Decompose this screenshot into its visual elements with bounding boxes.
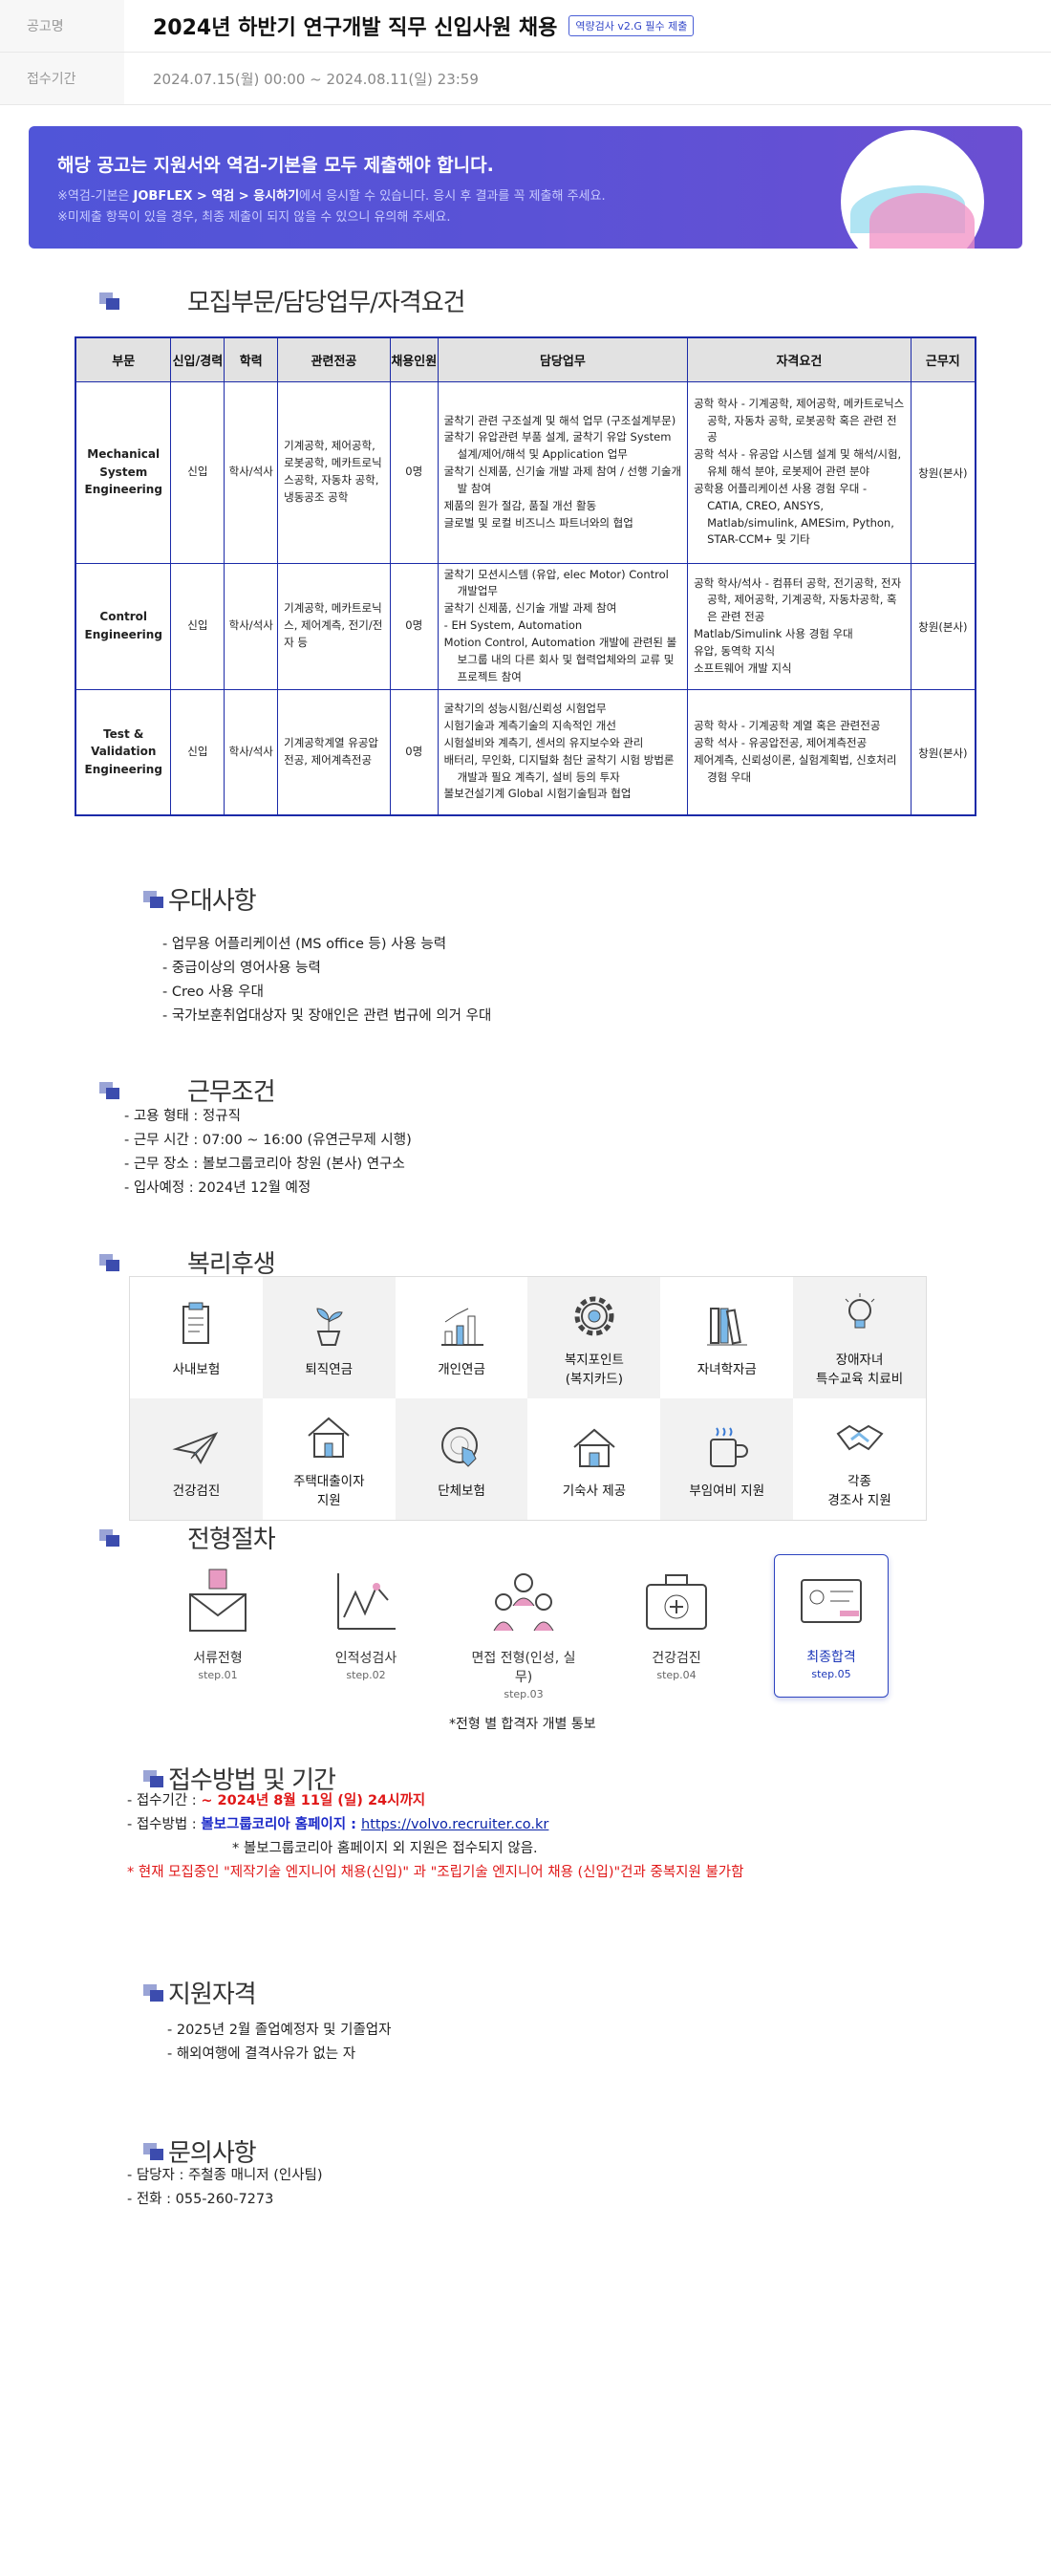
section-welfare-heading: 복리후생	[99, 1245, 276, 1280]
preferences-list: - 업무용 어플리케이션 (MS office 등) 사용 능력 - 중급이상의…	[162, 933, 491, 1028]
lightbulb-icon	[845, 1292, 874, 1328]
welfare-item: 퇴직연금	[262, 1277, 396, 1398]
title-label: 공고명	[0, 0, 124, 52]
section-marker-icon	[99, 1253, 120, 1271]
table-header-row: 부문 신입/경력 학력 관련전공 채용인원 담당업무 자격요건 근무지	[75, 336, 976, 382]
col-header: 근무지	[910, 336, 976, 382]
job-title: 2024년 하반기 연구개발 직무 신입사원 채용	[153, 16, 558, 40]
table-row: Control Engineering 신입 학사/석사 기계공학, 메카트로닉…	[75, 562, 976, 690]
section-marker-icon	[143, 2142, 164, 2160]
list-item: - 고용 형태 : 정규직	[124, 1109, 241, 1124]
section-marker-icon	[143, 1983, 164, 2002]
contact-list: - 담당자 : 주철종 매니저 (인사팀) - 전화 : 055-260-727…	[127, 2164, 323, 2212]
welfare-grid: 사내보험 퇴직연금 개인연금 복지포인트 (복지카드) 자녀학자금 장애자녀 특…	[129, 1276, 927, 1521]
section-recruit-heading: 모집부문/담당업무/자격요건	[99, 283, 466, 318]
process-note: *전형 별 합격자 개별 통보	[449, 1717, 596, 1732]
welfare-item: 자녀학자금	[660, 1277, 793, 1398]
conditions-list: - 고용 형태 : 정규직 - 근무 시간 : 07:00 ~ 16:00 (유…	[124, 1105, 412, 1201]
list-item: - 해외여행에 결격사유가 없는 자	[167, 2046, 356, 2062]
col-header: 신입/경력	[170, 336, 225, 382]
touch-icon	[441, 1426, 479, 1467]
list-item: - 전화 : 055-260-7273	[127, 2192, 274, 2207]
section-marker-icon	[99, 1081, 120, 1099]
clipboard-icon	[182, 1302, 210, 1344]
welfare-item: 장애자녀 특수교육 치료비	[793, 1277, 926, 1398]
welfare-item: 부임여비 지원	[660, 1398, 794, 1520]
welfare-item: 주택대출이자 지원	[263, 1398, 396, 1520]
table-row: Test & Validation Engineering 신입 학사/석사 기…	[75, 688, 976, 816]
banner-title: 해당 공고는 지원서와 역검-기본을 모두 제출해야 합니다.	[57, 155, 494, 176]
gear-icon	[574, 1296, 614, 1335]
notice-banner: 해당 공고는 지원서와 역검-기본을 모두 제출해야 합니다. ※역검-기본은 …	[29, 126, 1022, 249]
period-label: 접수기간	[0, 53, 124, 104]
col-header: 담당업무	[437, 336, 689, 382]
people-icon	[493, 1573, 554, 1632]
welfare-item: 건강검진	[130, 1398, 263, 1520]
col-header: 부문	[75, 336, 172, 382]
list-item: - Creo 사용 우대	[162, 985, 264, 1000]
house-icon	[308, 1417, 350, 1458]
process-step: 건강검진 step.04	[619, 1556, 734, 1681]
dorm-house-icon	[573, 1428, 615, 1467]
list-item: - 국가보훈취업대상자 및 장애인은 관련 법규에 의거 우대	[162, 1008, 492, 1024]
period-value: 2024.07.15(월) 00:00 ~ 2024.08.11(일) 23:5…	[153, 70, 479, 88]
section-preferences-heading: 우대사항	[143, 881, 257, 917]
coffee-mug-icon	[709, 1426, 748, 1467]
list-item: - 입사예정 : 2024년 12월 예정	[124, 1180, 311, 1196]
list-item: - 담당자 : 주철종 매니저 (인사팀)	[127, 2168, 323, 2183]
list-item: - 근무 시간 : 07:00 ~ 16:00 (유연근무제 시행)	[124, 1133, 412, 1148]
list-item: - 근무 장소 : 볼보그룹코리아 창원 (본사) 연구소	[124, 1157, 405, 1172]
col-header: 관련전공	[277, 336, 391, 382]
process-step-final: 최종합격 step.05	[774, 1554, 889, 1698]
title-row: 공고명 2024년 하반기 연구개발 직무 신입사원 채용 역량검사 v2.G …	[0, 0, 1051, 53]
eligibility-list: - 2025년 2월 졸업예정자 및 기졸업자 - 해외여행에 결격사유가 없는…	[167, 2019, 391, 2067]
section-marker-icon	[99, 1528, 120, 1547]
banner-note-1: ※역검-기본은 JOBFLEX > 역검 > 응시하기에서 응시할 수 있습니다…	[57, 189, 606, 204]
section-process-heading: 전형절차	[99, 1520, 276, 1555]
paper-plane-icon	[172, 1431, 219, 1464]
list-item: - 중급이상의 영어사용 능력	[162, 961, 321, 976]
welfare-item: 복지포인트 (복지카드)	[527, 1277, 661, 1398]
requirement-badge: 역량검사 v2.G 필수 제출	[568, 15, 695, 36]
list-item: - 업무용 어플리케이션 (MS office 등) 사용 능력	[162, 937, 447, 952]
recruit-table: 부문 신입/경력 학력 관련전공 채용인원 담당업무 자격요건 근무지 Mech…	[75, 336, 976, 816]
col-header: 학력	[224, 336, 279, 382]
table-row: Mechanical System Engineering 신입 학사/석사 기…	[75, 380, 976, 564]
welfare-item: 사내보험	[130, 1277, 263, 1398]
books-icon	[706, 1307, 747, 1345]
recruit-site-link[interactable]: https://volvo.recruiter.co.kr	[361, 1817, 549, 1832]
process-step: 면접 전형(인성, 실무) step.03	[466, 1556, 581, 1700]
period-row: 접수기간 2024.07.15(월) 00:00 ~ 2024.08.11(일)…	[0, 53, 1051, 105]
section-eligibility-heading: 지원자격	[143, 1975, 257, 2010]
handshake-icon	[836, 1424, 884, 1450]
welfare-item: 단체보험	[395, 1398, 528, 1520]
section-apply-heading: 접수방법 및 기간	[143, 1761, 336, 1796]
growth-chart-icon	[441, 1308, 484, 1346]
process-step: 서류전형 step.01	[161, 1556, 275, 1681]
id-card-icon	[801, 1579, 862, 1623]
plant-icon	[316, 1307, 343, 1346]
duplicate-warning: * 현재 모집중인 "제작기술 엔지니어 채용(신입)" 과 "조립기술 엔지니…	[127, 1865, 744, 1880]
banner-note-2: ※미제출 항목이 있을 경우, 최종 제출이 되지 않을 수 있으니 유의해 주…	[57, 210, 451, 225]
job-meta: 공고명 2024년 하반기 연구개발 직무 신입사원 채용 역량검사 v2.G …	[0, 0, 1051, 105]
section-conditions-heading: 근무조건	[99, 1072, 276, 1108]
section-contact-heading: 문의사항	[143, 2133, 257, 2169]
section-marker-icon	[143, 890, 164, 908]
col-header: 자격요건	[687, 336, 912, 382]
col-header: 채용인원	[389, 336, 439, 382]
section-marker-icon	[143, 1769, 164, 1787]
welfare-item: 각종 경조사 지원	[793, 1398, 926, 1520]
list-item: - 2025년 2월 졸업예정자 및 기졸업자	[167, 2023, 392, 2038]
process-step: 인적성검사 step.02	[309, 1556, 423, 1681]
welfare-item: 개인연금	[396, 1277, 528, 1398]
apply-info: - 접수기간 : ~ 2024년 8월 11일 (일) 24시까지 - 접수방법…	[127, 1789, 743, 1885]
line-graph-icon	[337, 1573, 396, 1630]
medical-kit-icon	[646, 1574, 707, 1630]
welfare-item: 기숙사 제공	[527, 1398, 660, 1520]
envelope-icon	[189, 1569, 247, 1632]
section-marker-icon	[99, 292, 120, 310]
